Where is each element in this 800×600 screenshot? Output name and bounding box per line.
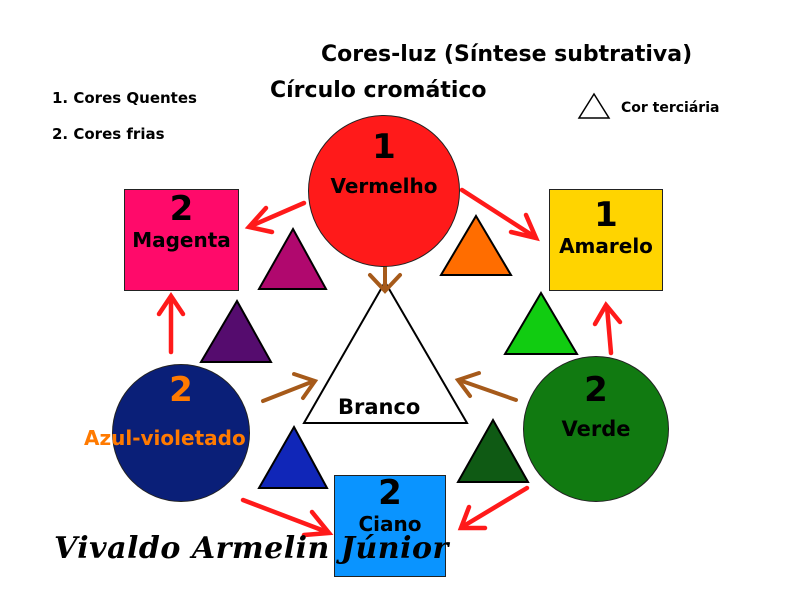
center-white-triangle	[302, 280, 469, 424]
legend-tertiary: Cor terciária	[621, 100, 720, 116]
arrow-red-to-yellow	[459, 187, 538, 240]
tertiary-orange-triangle	[439, 214, 513, 276]
node-amarelo-number: 1	[594, 195, 618, 235]
node-magenta: 2 Magenta	[124, 189, 239, 291]
node-vermelho-label: Vermelho	[330, 174, 438, 198]
node-azul-label: Azul-violetado	[84, 426, 246, 450]
node-azul-violetado: 2	[112, 364, 250, 502]
node-ciano: 2 Ciano	[334, 475, 446, 577]
tertiary-yellow-green-triangle	[503, 291, 579, 355]
node-verde: 2 Verde	[523, 356, 669, 502]
node-verde-label: Verde	[561, 417, 631, 441]
arrow-blue-to-white	[261, 379, 316, 403]
subtitle: Círculo cromático	[270, 78, 487, 103]
signature: Vivaldo Armelin Júnior	[54, 531, 449, 566]
node-ciano-number: 2	[378, 473, 402, 513]
node-verde-number: 2	[584, 370, 608, 410]
arrow-blue-to-cyan	[240, 497, 330, 535]
node-amarelo-label: Amarelo	[559, 234, 653, 258]
node-vermelho: 1 Vermelho	[308, 115, 460, 267]
arrow-green-to-white	[457, 378, 518, 402]
arrow-red-to-magenta	[248, 200, 307, 229]
tertiary-violet-triangle	[199, 298, 273, 363]
arrow-green-to-yellow	[604, 304, 614, 356]
center-label: Branco	[338, 395, 421, 419]
main-title-prefix: Cores-	[321, 42, 401, 67]
tertiary-dark-green-triangle	[456, 417, 530, 483]
node-magenta-number: 2	[169, 189, 194, 229]
tertiary-red-violet-triangle	[257, 226, 328, 290]
node-magenta-label: Magenta	[132, 228, 231, 252]
node-amarelo: 1 Amarelo	[549, 189, 663, 291]
node-ciano-label: Ciano	[358, 512, 422, 536]
node-azul-number: 2	[169, 370, 193, 410]
legend-warm: 1. Cores Quentes	[52, 89, 197, 107]
legend-cool: 2. Cores frias	[52, 125, 165, 143]
main-title-rest: luz (Síntese subtrativa)	[400, 42, 693, 67]
tertiary-blue-triangle	[257, 424, 329, 489]
node-vermelho-number: 1	[372, 127, 396, 167]
arrow-green-to-cyan	[459, 485, 530, 530]
legend-triangle-icon	[577, 92, 611, 119]
main-title: Cores-luz (Síntese subtrativa)	[321, 42, 692, 67]
